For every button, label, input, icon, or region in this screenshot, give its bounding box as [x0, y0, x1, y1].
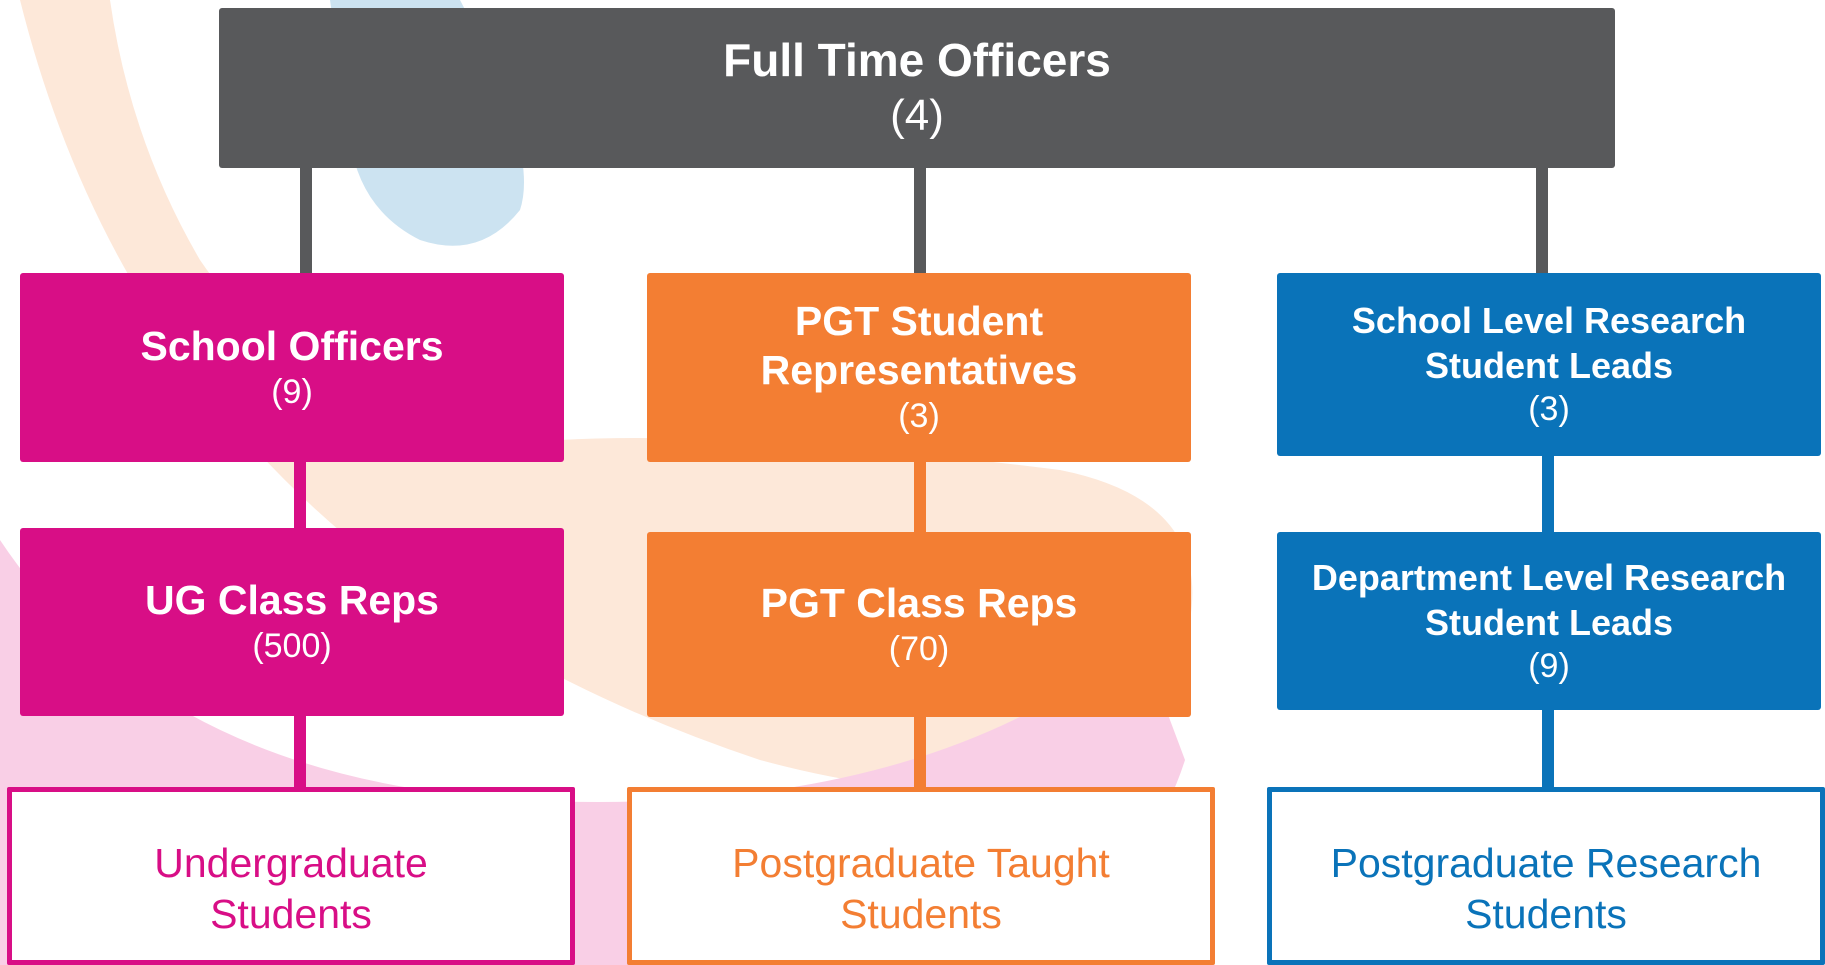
undergraduate-students-node: Undergraduate Students — [7, 787, 575, 965]
connector-top-to-col2 — [914, 166, 926, 274]
connector-pink-2 — [294, 714, 306, 789]
ug-class-reps-node: UG Class Reps (500) — [20, 528, 564, 716]
node-title-line-1: School Level Research — [1351, 300, 1747, 342]
group-line-1: Postgraduate Taught — [732, 840, 1110, 886]
node-count: (9) — [1528, 646, 1570, 685]
group-line-1: Postgraduate Research — [1330, 840, 1762, 886]
node-title-line-1: PGT Student — [794, 298, 1044, 345]
node-count: (9) — [271, 372, 313, 411]
node-title-line-1: Department Level Research — [1311, 556, 1787, 598]
connector-blue-2 — [1542, 708, 1554, 789]
group-line-2: Students — [210, 891, 372, 938]
group-line-1: Undergraduate — [154, 840, 428, 886]
pgt-class-reps-node: PGT Class Reps (70) — [647, 532, 1191, 717]
connector-pink-1 — [294, 460, 306, 530]
node-title: School Officers — [140, 322, 444, 369]
connector-blue-1 — [1542, 454, 1554, 532]
node-title: UG Class Reps — [145, 577, 439, 624]
node-title-line-2: Student Leads — [1424, 345, 1674, 387]
node-title: PGT Class Reps — [760, 579, 1078, 626]
postgraduate-research-students-node: Postgraduate Research Students — [1267, 787, 1825, 965]
pgt-student-representatives-node: PGT Student Representatives (3) — [647, 273, 1191, 462]
department-level-research-student-leads-node: Department Level Research Student Leads … — [1277, 532, 1821, 710]
group-line-2: Students — [840, 891, 1002, 938]
connector-top-to-col1 — [300, 166, 312, 274]
node-count: (3) — [898, 397, 940, 436]
node-count: (70) — [888, 629, 950, 668]
full-time-officers-node: Full Time Officers (4) — [219, 8, 1615, 168]
connector-orange-1 — [914, 460, 926, 534]
connector-orange-2 — [914, 714, 926, 789]
school-level-research-student-leads-node: School Level Research Student Leads (3) — [1277, 273, 1821, 456]
postgraduate-taught-students-node: Postgraduate Taught Students — [627, 787, 1215, 965]
node-count: (4) — [890, 91, 944, 141]
node-title-line-2: Representatives — [760, 347, 1078, 394]
connector-top-to-col3 — [1536, 166, 1548, 274]
node-count: (500) — [252, 627, 332, 666]
group-line-2: Students — [1465, 891, 1627, 938]
node-title-line-2: Student Leads — [1424, 601, 1674, 643]
node-count: (3) — [1528, 390, 1570, 429]
node-title: Full Time Officers — [723, 33, 1111, 86]
school-officers-node: School Officers (9) — [20, 273, 564, 462]
